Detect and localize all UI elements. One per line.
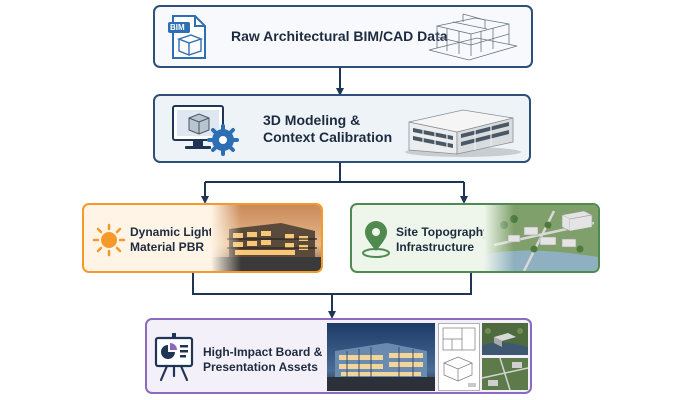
site-plan-thumbnail xyxy=(481,357,529,392)
node-raw-label: Raw Architectural BIM/CAD Data xyxy=(231,28,448,44)
node-site-topography: Site Topography & Infrastructure xyxy=(350,203,600,273)
computer-gear-icon xyxy=(169,104,239,161)
node-3d-modeling: 3D Modeling & Context Calibration xyxy=(153,94,531,163)
dusk-building-illustration xyxy=(211,205,321,271)
node-topography-label: Site Topography & Infrastructure xyxy=(396,225,502,254)
floor-plan-sheet-thumbnail xyxy=(438,323,480,392)
node-topography-line2: Infrastructure xyxy=(396,239,475,254)
wireframe-building-illustration xyxy=(423,10,523,66)
node-modeling-line2: Context Calibration xyxy=(263,129,393,146)
aerial-render-thumbnail xyxy=(482,323,528,360)
presentation-board-icon xyxy=(153,332,195,389)
node-modeling-label: 3D Modeling & Context Calibration xyxy=(263,112,392,146)
node-presentation-line2: Presentation Assets xyxy=(203,359,318,374)
node-lighting-line2: Material PBR xyxy=(130,239,205,254)
arrow-merge xyxy=(192,273,472,295)
aerial-site-illustration xyxy=(484,205,598,271)
node-dynamic-lighting: Dynamic Lighting & Material PBR xyxy=(82,203,323,273)
node-presentation-label: High-Impact Board & Presentation Assets xyxy=(203,345,322,374)
location-pin-icon xyxy=(360,221,392,264)
bim-file-tag: BIM xyxy=(170,23,185,32)
arrow-modeling-split xyxy=(205,163,464,183)
node-presentation-assets: High-Impact Board & Presentation Assets xyxy=(145,318,532,394)
node-topography-line1: Site Topography & xyxy=(396,225,502,239)
node-raw-bim-data: BIM Raw Architectural BIM/CAD Data xyxy=(153,5,533,68)
node-presentation-line1: High-Impact Board & xyxy=(203,345,323,359)
bim-file-icon: BIM xyxy=(165,14,211,60)
rendered-building-illustration xyxy=(401,102,523,161)
night-render-illustration xyxy=(327,323,435,392)
sun-icon xyxy=(92,223,126,262)
node-modeling-line1: 3D Modeling & xyxy=(263,112,361,128)
